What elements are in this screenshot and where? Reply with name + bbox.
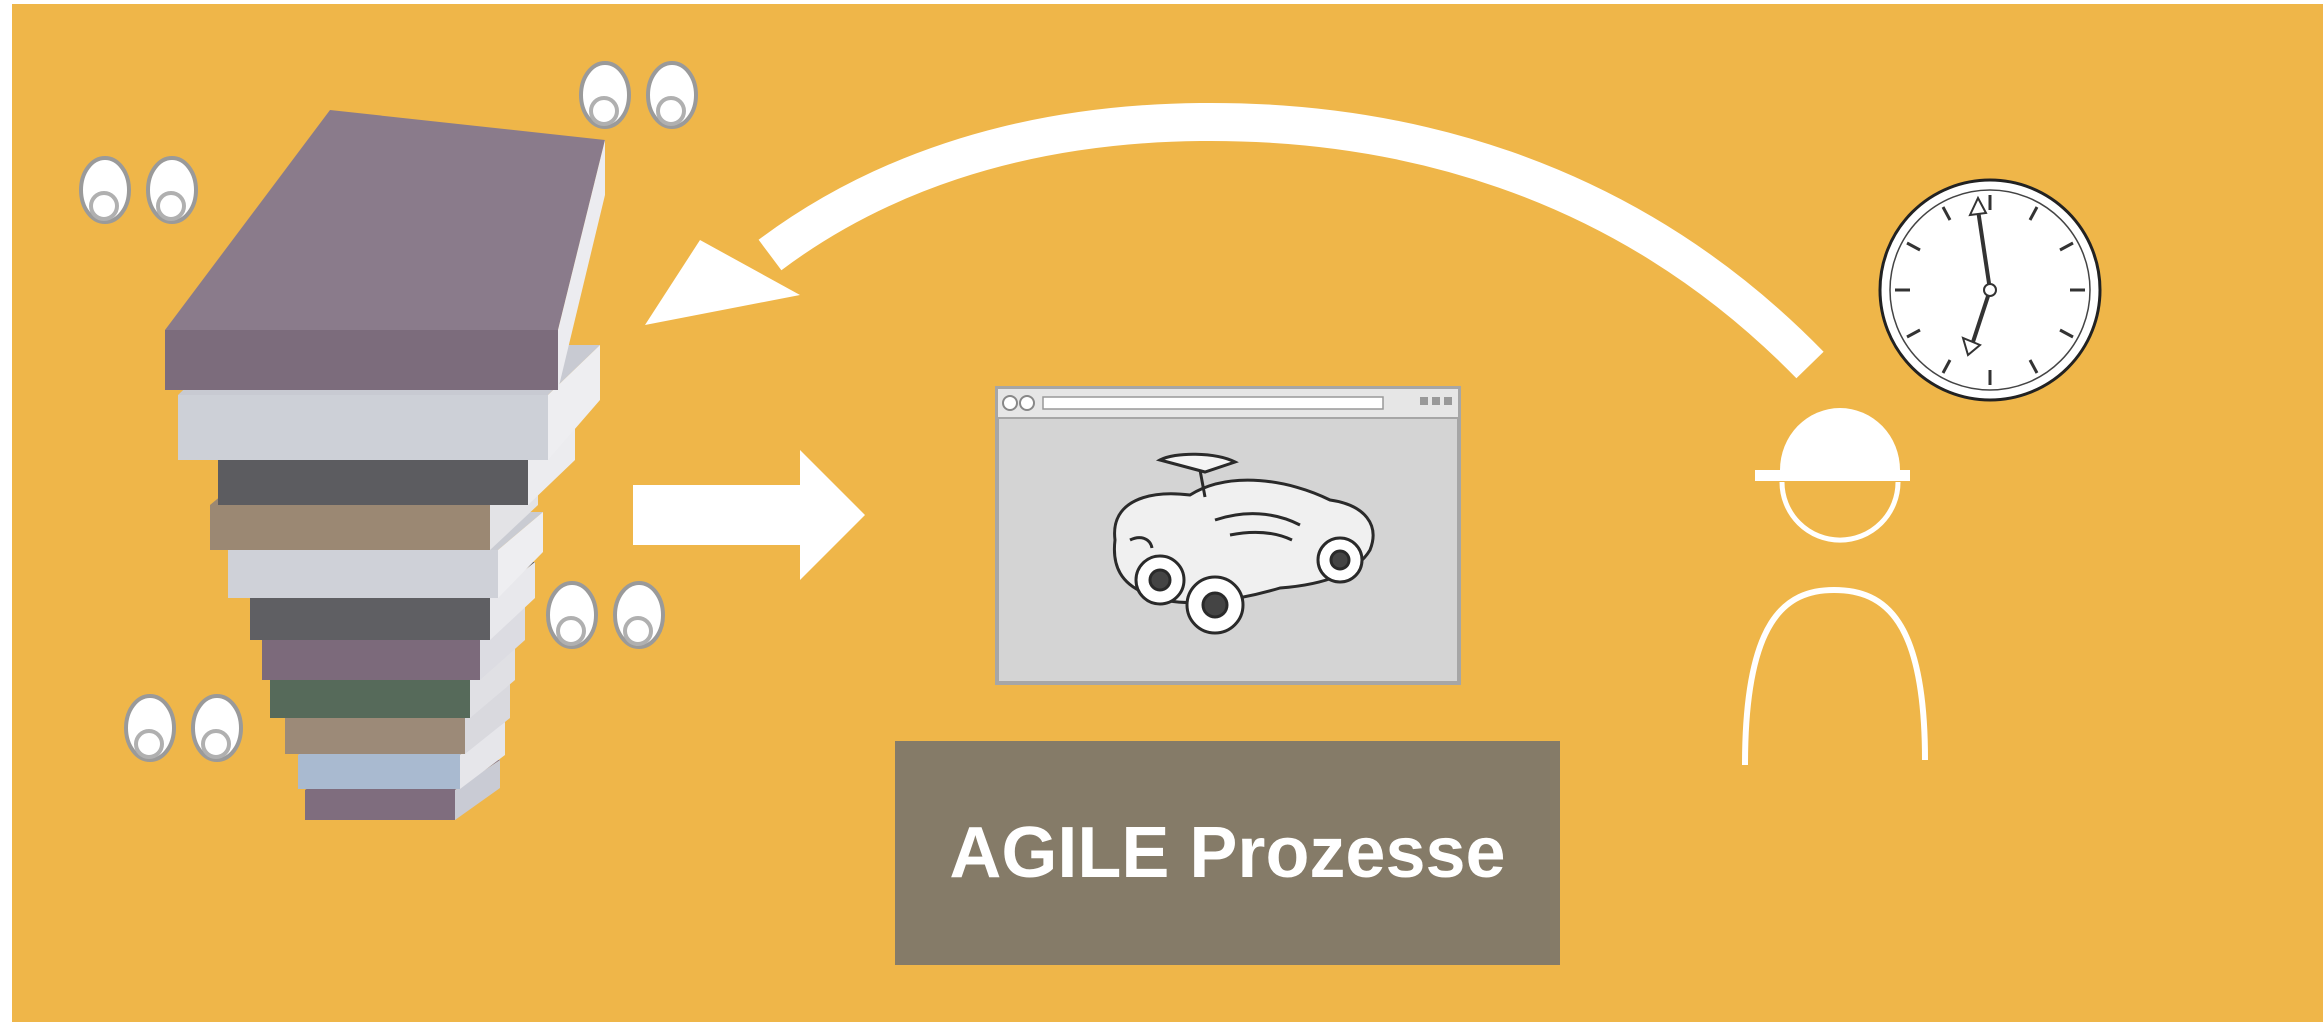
label-text: AGILE Prozesse [949, 813, 1506, 893]
toy-car-icon [1112, 452, 1375, 635]
worker-icon [1742, 408, 1928, 766]
eyes-icon [579, 61, 698, 129]
label-box: AGILE Prozesse [895, 741, 1560, 965]
forward-arrow-icon [633, 450, 865, 580]
clock-icon [1878, 178, 2102, 402]
book-stack-icon [165, 110, 605, 820]
return-arrow-icon [645, 102, 1824, 379]
eyes-icon [546, 581, 665, 649]
eyes-icon [79, 156, 198, 224]
eyes-icon [124, 694, 243, 762]
